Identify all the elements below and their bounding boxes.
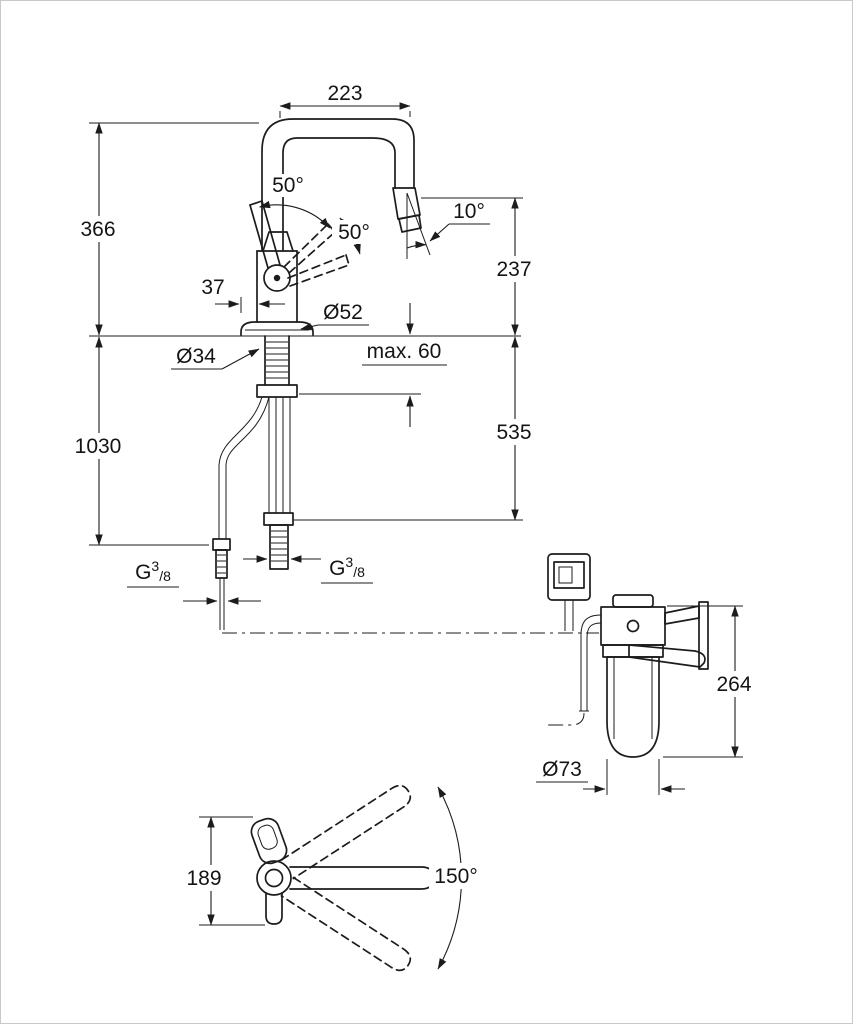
dim-237-label: 237 (496, 258, 531, 281)
faucet-body (256, 250, 298, 323)
top-view-spout-dashed-up (280, 784, 412, 880)
hose-thread-right (269, 524, 289, 570)
mounting-nut (256, 384, 298, 398)
dim-366: 366 (71, 122, 259, 336)
handle-angle-arc-up (259, 200, 331, 229)
dim-189: 189 (181, 816, 265, 926)
spout-inner-outline (282, 137, 396, 252)
aerator-tip (398, 214, 422, 233)
dim-37-label: 37 (201, 276, 224, 299)
hose-fitting-right (263, 512, 294, 526)
angle-50-side: 50° (332, 220, 376, 244)
filter-cap (612, 594, 654, 608)
filter-head-bolt (626, 619, 640, 633)
dim-dia34: Ø34 (171, 345, 260, 370)
dim-535: 535 (293, 336, 541, 521)
angle-50-up: 50° (265, 174, 311, 197)
hose-bundle (268, 397, 291, 513)
dim-dia73: Ø73 (536, 758, 685, 795)
filter-hose (545, 614, 602, 726)
lever-joint-pin (273, 274, 281, 282)
top-view-spout-dashed-down (280, 876, 412, 972)
dim-dia52-label: Ø52 (323, 301, 363, 324)
dim-dia73-label: Ø73 (542, 758, 582, 781)
dim-366-label: 366 (80, 218, 115, 241)
filter-lock-lever (628, 644, 706, 668)
angle-10: 10° (406, 192, 490, 259)
dim-264-label: 264 (716, 673, 751, 696)
dim-535-label: 535 (496, 421, 531, 444)
filter-unit (545, 594, 709, 758)
thread-g38-left: G3/8 (127, 558, 261, 605)
deck-flange (240, 321, 314, 336)
dim-223: 223 (279, 82, 411, 118)
faucet-front-view (89, 118, 521, 630)
handle-lever-dashed-side (287, 254, 350, 287)
angle-150: 150° (429, 863, 483, 889)
display-screen-detail (558, 566, 573, 584)
top-view-body-inner-circle (264, 868, 284, 888)
thread-g38-left-label: G3/8 (135, 558, 171, 584)
handle-lever-solid (249, 200, 281, 269)
top-view-shank-tail (265, 892, 283, 925)
cartridge-cap (262, 231, 294, 252)
thread-g38-right: G3/8 (243, 554, 373, 584)
top-view-spout (289, 866, 435, 890)
spout-outline (261, 118, 415, 252)
display-screen (553, 561, 585, 589)
dim-1030: 1030 (63, 336, 209, 546)
dim-max60: max. 60 (299, 303, 447, 427)
dim-189-label: 189 (186, 867, 221, 890)
thread-g38-right-label: G3/8 (329, 554, 365, 580)
supply-tube-left (212, 396, 270, 630)
front-view-dimensions: 223 366 1030 237 535 (63, 82, 541, 605)
dim-dia52: Ø52 (300, 301, 369, 331)
display-housing (547, 553, 591, 601)
dim-237: 237 (421, 197, 541, 336)
dim-max60-label: max. 60 (367, 340, 442, 363)
dim-37: 37 (201, 276, 285, 313)
lever-joint-circle (263, 264, 291, 292)
faucet-top-view: 150° 189 (181, 784, 483, 972)
mounting-shank (264, 335, 290, 386)
filter-head (600, 606, 666, 646)
filter-bracket-arm (664, 605, 700, 625)
angle-50-side-label: 50° (338, 221, 370, 244)
dim-223-label: 223 (327, 82, 362, 105)
filter-cartridge (606, 656, 660, 758)
display-unit (547, 553, 591, 631)
spout-nozzle (392, 187, 421, 220)
angle-10-label: 10° (453, 200, 485, 223)
dim-dia34-label: Ø34 (176, 345, 216, 368)
angle-150-label: 150° (434, 865, 477, 888)
dim-264: 264 (663, 605, 765, 758)
top-view-body-circle (256, 860, 292, 896)
filter-bracket-plate (698, 601, 709, 670)
angle-50-up-label: 50° (272, 174, 304, 197)
dim-1030-label: 1030 (75, 435, 122, 458)
